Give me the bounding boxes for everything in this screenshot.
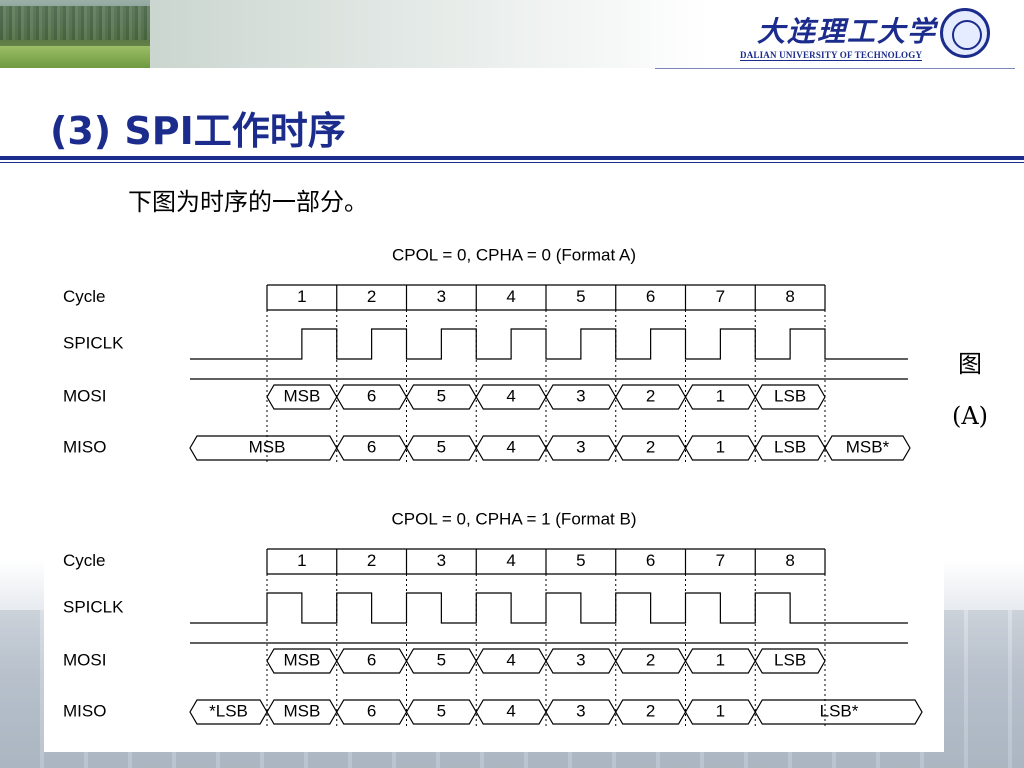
cycle-number: 6 (646, 287, 655, 306)
miso-bit-label: MSB (283, 701, 320, 720)
figure-label-letter: (A) (951, 402, 989, 430)
miso-bit-label: 6 (367, 701, 376, 720)
mosi-bit-label: 6 (367, 650, 376, 669)
row-label-spiclk: SPICLK (63, 597, 124, 616)
miso-bit-label: 3 (576, 437, 585, 456)
mosi-bit-label: 4 (506, 650, 515, 669)
figure-label-char: 图 (958, 350, 982, 378)
cycle-number: 7 (716, 551, 725, 570)
row-label-mosi: MOSI (63, 650, 106, 669)
miso-bit-label: 1 (716, 701, 725, 720)
miso-bit-label: 5 (437, 437, 446, 456)
slide-title: (3) SPI工作时序 (50, 109, 346, 153)
miso-post-label: LSB* (820, 701, 859, 720)
cycle-number: 6 (646, 551, 655, 570)
cycle-number: 7 (716, 287, 725, 306)
miso-post-cell (754, 699, 923, 725)
miso-post-label: MSB* (846, 437, 890, 456)
row-label-mosi: MOSI (63, 386, 106, 405)
format-title: CPOL = 0, CPHA = 0 (Format A) (392, 245, 636, 264)
cycle-number: 4 (506, 551, 515, 570)
slide-subtitle: 下图为时序的一部分。 (128, 188, 368, 216)
diagram-panel (44, 232, 944, 752)
spiclk-waveform (190, 592, 908, 624)
format-title: CPOL = 0, CPHA = 1 (Format B) (391, 509, 636, 528)
mosi-bit-label: MSB (283, 650, 320, 669)
cycle-number: 3 (437, 551, 446, 570)
miso-bit-label: 5 (437, 701, 446, 720)
title-rule-thick (0, 156, 1024, 160)
cycle-number: 1 (297, 551, 306, 570)
cycle-number: 2 (367, 551, 376, 570)
row-label-miso: MISO (63, 437, 106, 456)
miso-bit-label: 1 (716, 437, 725, 456)
mosi-data-cell (754, 384, 826, 410)
spiclk-waveform (190, 328, 908, 360)
mosi-bit-label: 2 (646, 650, 655, 669)
mosi-data-cell (754, 648, 826, 674)
row-label-cycle: Cycle (63, 287, 106, 306)
mosi-bit-label: LSB (774, 386, 806, 405)
cycle-number: 1 (297, 287, 306, 306)
miso-pre-label: *LSB (209, 701, 248, 720)
mosi-bit-label: 5 (437, 386, 446, 405)
mosi-bit-label: 5 (437, 650, 446, 669)
miso-bit-label: 4 (506, 437, 515, 456)
mosi-bit-label: 3 (576, 650, 585, 669)
cycle-number: 2 (367, 287, 376, 306)
cycle-number: 4 (506, 287, 515, 306)
miso-bit-label: LSB (774, 437, 806, 456)
cycle-number: 8 (785, 287, 794, 306)
miso-bit-label: 3 (576, 701, 585, 720)
miso-bit-label: 4 (506, 701, 515, 720)
miso-bit-label: 6 (367, 437, 376, 456)
mosi-bit-label: 6 (367, 386, 376, 405)
logo-chinese-name: 大连理工大学 (757, 15, 938, 48)
miso-bit-label: 2 (646, 437, 655, 456)
university-logo: 大连理工大学 DALIAN UNIVERSITY OF TECHNOLOGY (735, 6, 995, 70)
cycle-number: 5 (576, 551, 585, 570)
header-banner-fade (150, 0, 710, 68)
mosi-bit-label: 1 (716, 386, 725, 405)
miso-bit-label: 2 (646, 701, 655, 720)
mosi-bit-label: 3 (576, 386, 585, 405)
header-divider (655, 68, 1015, 69)
row-label-cycle: Cycle (63, 551, 106, 570)
cycle-number: 5 (576, 287, 585, 306)
miso-pre-label: MSB (249, 437, 286, 456)
row-label-spiclk: SPICLK (63, 333, 124, 352)
row-label-miso: MISO (63, 701, 106, 720)
mosi-bit-label: LSB (774, 650, 806, 669)
header-banner-image (0, 0, 150, 68)
cycle-number: 3 (437, 287, 446, 306)
miso-post-cell (824, 435, 911, 461)
mosi-bit-label: 1 (716, 650, 725, 669)
title-rule-thin (0, 162, 1024, 163)
mosi-bit-label: MSB (283, 386, 320, 405)
mosi-bit-label: 4 (506, 386, 515, 405)
logo-english-name: DALIAN UNIVERSITY OF TECHNOLOGY (740, 50, 923, 61)
figure-label: 图 (A) (950, 338, 990, 442)
cycle-number: 8 (785, 551, 794, 570)
mosi-bit-label: 2 (646, 386, 655, 405)
university-seal-icon (940, 8, 990, 58)
